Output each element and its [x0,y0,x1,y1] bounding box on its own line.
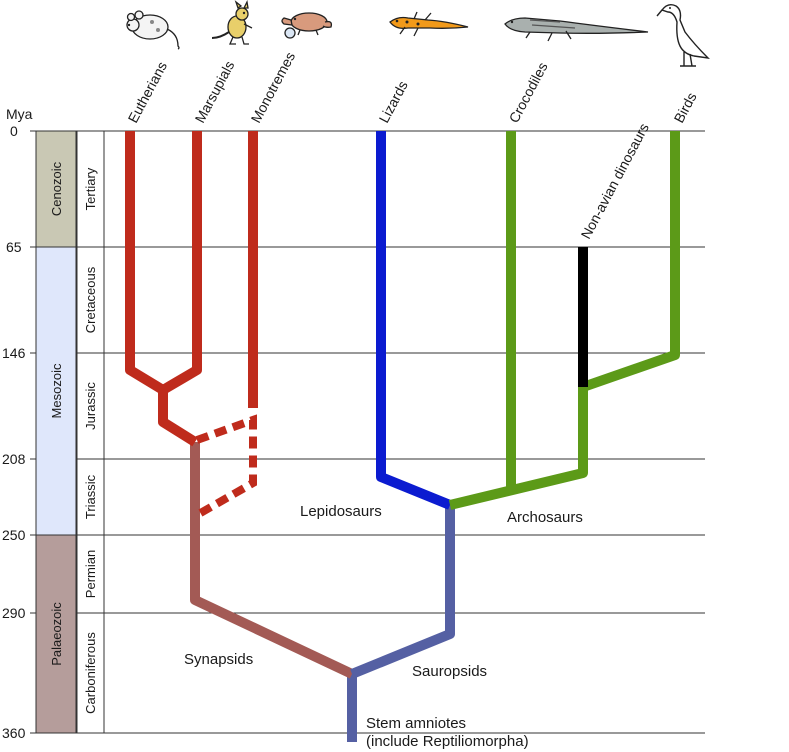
crocodile-icon [504,17,649,42]
branch-marsupials [160,131,202,395]
period-label-triassic: Triassic [83,474,98,519]
branch-eutherians [125,131,166,395]
period-box-triassic [76,458,105,536]
period-label-carboniferous: Carboniferous [83,632,98,714]
clade-label-synapsids: Synapsids [184,651,253,668]
branch-lizards [376,131,452,510]
era-label-palaeozoic: Palaeozoic [49,602,64,666]
branch-monotreme-uncertain [195,414,257,519]
period-label-cretaceous: Cretaceous [83,266,98,333]
taxon-label-eutherians: Eutherians [125,59,171,126]
kangaroo-icon [211,0,253,45]
era-label-cenozoic: Cenozoic [49,161,64,216]
tick-250: 250 [2,527,26,543]
branch-birds [581,131,680,392]
taxon-label-lizards: Lizards [376,78,411,125]
period-label-tertiary: Tertiary [83,167,98,210]
period-box-tertiary [76,130,105,248]
branch-synapsids [190,442,355,679]
tick-360: 360 [2,725,26,741]
bird-icon [656,3,710,67]
period-box-cretaceous [76,246,105,354]
axis-unit-label: Mya [6,106,33,122]
era-box-mesozoic [35,246,77,536]
period-label-jurassic: Jurassic [83,382,98,430]
tick-208: 208 [2,451,26,467]
clade-label-stem-amniotes-note: (include Reptiliomorpha) [366,733,529,750]
platypus-icon [281,12,333,39]
time-gridlines [30,130,705,734]
clade-label-archosaurs: Archosaurs [507,509,583,526]
clade-label-stem-amniotes: Stem amniotes [366,715,466,732]
period-box-permian [76,534,105,614]
lizard-icon [389,11,469,37]
taxon-label-marsupials: Marsupials [192,58,238,125]
period-box-carboniferous [76,612,105,734]
tick-290: 290 [2,605,26,621]
taxon-label-non-avian-dinosaurs: Non-avian dinosaurs [578,121,652,242]
clade-label-sauropsids: Sauropsids [412,663,487,680]
branch-mammal-stem [158,390,198,447]
taxon-label-birds: Birds [671,90,700,126]
period-label-permian: Permian [83,550,98,598]
tick-146: 146 [2,345,26,361]
taxon-label-crocodiles: Crocodiles [506,59,551,125]
clade-label-lepidosaurs: Lepidosaurs [300,503,382,520]
tick-0: 0 [10,123,18,139]
taxon-label-monotremes: Monotremes [248,49,299,125]
branch-sauropsids [350,505,455,679]
era-box-palaeozoic [35,534,77,734]
era-label-mesozoic: Mesozoic [49,363,64,418]
tick-65: 65 [6,239,22,255]
period-box-jurassic [76,352,105,460]
mouse-icon [126,10,180,50]
branch-archosaurs [448,387,588,510]
